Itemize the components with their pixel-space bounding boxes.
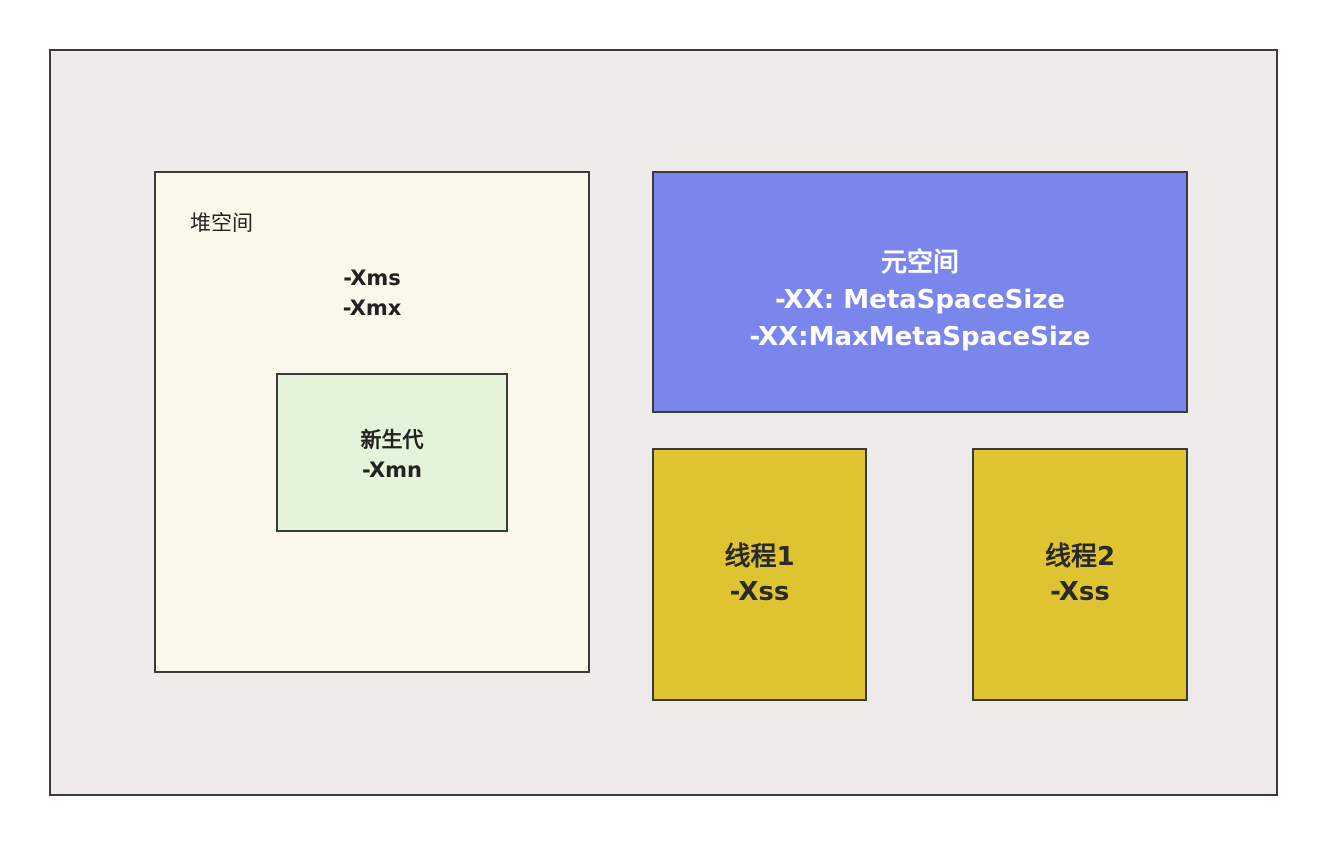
young-generation-title: 新生代 <box>360 428 424 452</box>
thread-1-labels: 线程1 -Xss <box>654 540 865 610</box>
thread-1-title: 线程1 <box>724 542 795 572</box>
thread-1-param: -Xss <box>729 577 790 607</box>
thread-2-box: 线程2 -Xss <box>972 448 1188 701</box>
thread-1-box: 线程1 -Xss <box>652 448 867 701</box>
metaspace-param-max-size: -XX:MaxMetaSpaceSize <box>749 322 1091 352</box>
metaspace-box: 元空间 -XX: MetaSpaceSize -XX:MaxMetaSpaceS… <box>652 171 1188 413</box>
heap-param-xmx: -Xmx <box>342 296 402 320</box>
young-generation-box: 新生代 -Xmn <box>276 373 508 532</box>
metaspace-title: 元空间 <box>880 248 959 278</box>
thread-2-labels: 线程2 -Xss <box>974 540 1186 610</box>
young-generation-param: -Xmn <box>361 458 423 482</box>
metaspace-labels: 元空间 -XX: MetaSpaceSize -XX:MaxMetaSpaceS… <box>654 245 1186 356</box>
heap-params: -Xms -Xmx <box>156 263 588 323</box>
metaspace-param-size: -XX: MetaSpaceSize <box>774 285 1066 315</box>
heap-space-title: 堆空间 <box>190 211 253 235</box>
thread-2-title: 线程2 <box>1044 542 1116 572</box>
young-generation-labels: 新生代 -Xmn <box>278 425 506 485</box>
thread-2-param: -Xss <box>1050 577 1110 607</box>
heap-param-xms: -Xms <box>343 266 401 290</box>
